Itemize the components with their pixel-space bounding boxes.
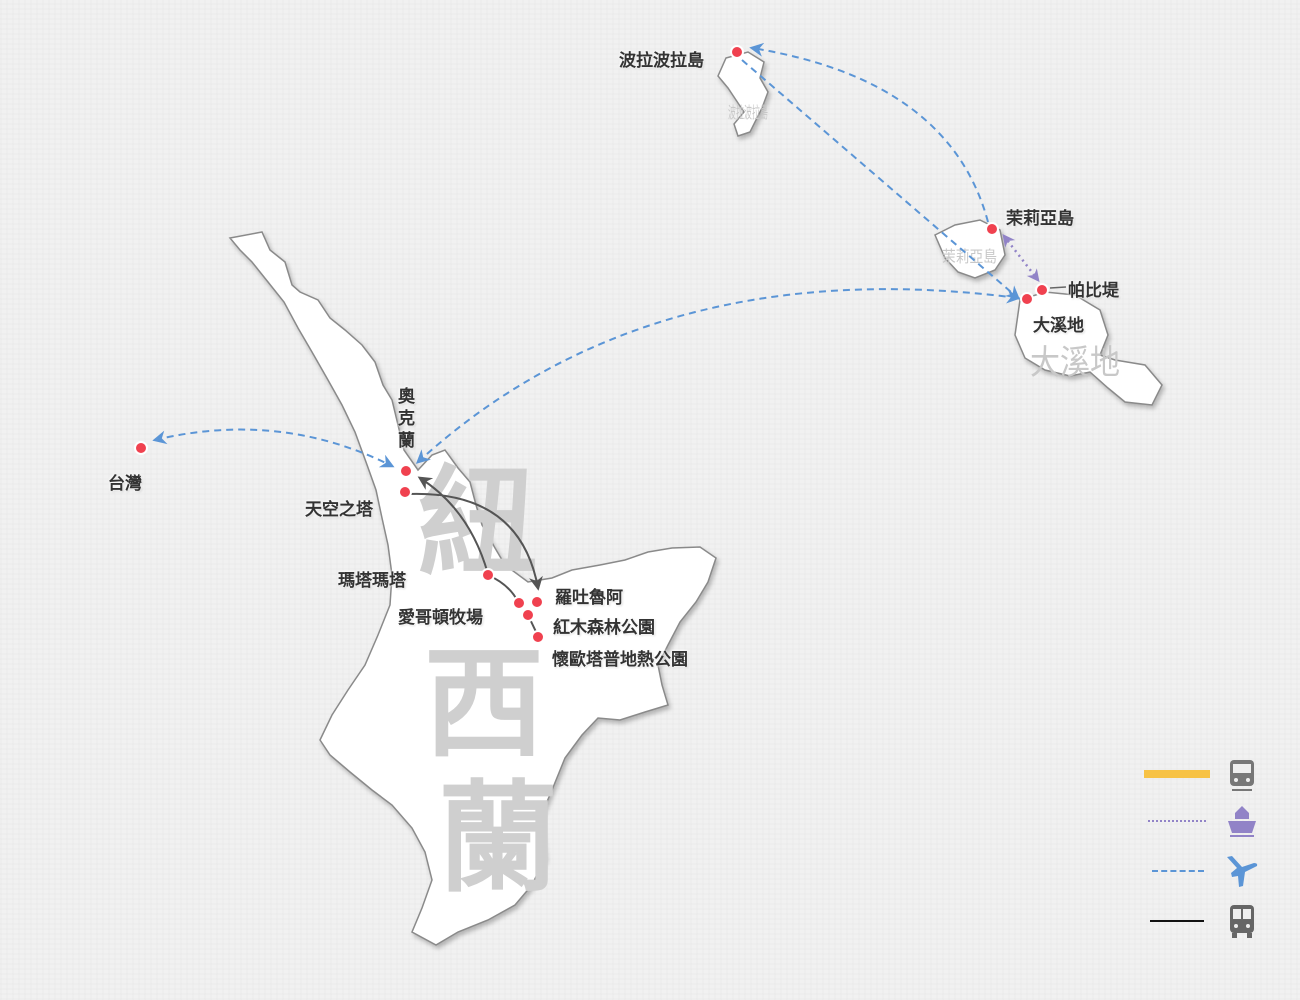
legend-plane-line [1152, 870, 1204, 872]
watermark-tahiti: 大溪地 [1030, 343, 1120, 383]
marker-rotorua[interactable] [530, 595, 544, 609]
watermark-bora-bora: 波拉波拉島 [728, 103, 768, 122]
label-auckland: 奧克蘭 [398, 387, 415, 451]
flight-route-taiwan-auckland [152, 428, 395, 468]
marker-sky-tower[interactable] [398, 485, 412, 499]
marker-papeete[interactable] [1035, 283, 1049, 297]
bus-route-skytower-rotorua [407, 492, 543, 591]
marker-matamata[interactable] [481, 568, 495, 582]
marker-agrodome[interactable] [512, 596, 526, 610]
label-waiotapu: 懷歐塔普地熱公園 [552, 650, 688, 670]
north-island-new-zealand [228, 231, 717, 946]
moorea-island [934, 219, 1006, 279]
marker-auckland[interactable] [399, 464, 413, 478]
bora-bora-island [717, 51, 769, 137]
marker-tahiti[interactable] [1020, 292, 1034, 306]
label-sky-tower: 天空之塔 [305, 500, 373, 520]
label-bora-bora: 波拉波拉島 [619, 51, 704, 71]
label-matamata: 瑪塔瑪塔 [338, 571, 406, 591]
label-tahiti: 大溪地 [1033, 316, 1084, 336]
bus-route-matamata-auckland [417, 476, 489, 575]
label-redwoods: 紅木森林公園 [553, 618, 655, 638]
label-moorea: 茉莉亞島 [1006, 209, 1074, 229]
ship-icon [1228, 806, 1256, 837]
marker-bora-bora[interactable] [730, 45, 744, 59]
flight-route-auckland-tahiti [415, 288, 1021, 464]
label-papeete: 帕比堤 [1068, 281, 1119, 301]
marker-taiwan[interactable] [134, 441, 148, 455]
train-icon [1230, 760, 1254, 791]
papeete-leader-line [1049, 286, 1067, 289]
legend-boat-line [1148, 820, 1206, 822]
label-taiwan: 台灣 [108, 474, 142, 494]
marker-redwoods[interactable] [521, 608, 535, 622]
marker-waiotapu[interactable] [531, 630, 545, 644]
flight-route-moorea-bora-bora [749, 42, 989, 223]
legend-bus [1140, 901, 1270, 941]
bus-icon [1230, 905, 1254, 938]
label-agrodome: 愛哥頓牧場 [398, 608, 483, 628]
watermark-nz-1: 紐 [418, 455, 538, 594]
airplane-icon [1227, 856, 1258, 887]
flight-route-bora-bora-tahiti [741, 59, 1021, 300]
watermark-nz-2: 西 [424, 635, 544, 774]
watermark-nz-3: 蘭 [438, 770, 558, 909]
legend-train-line [1144, 770, 1210, 778]
legend-plane [1140, 851, 1270, 891]
ferry-route-moorea-papeete [1002, 234, 1040, 282]
tahiti-island [1014, 291, 1163, 406]
label-rotorua: 羅吐魯阿 [555, 588, 623, 608]
marker-moorea[interactable] [985, 222, 999, 236]
legend-train [1140, 755, 1270, 795]
legend-boat [1140, 801, 1270, 841]
legend-bus-line [1150, 920, 1204, 922]
